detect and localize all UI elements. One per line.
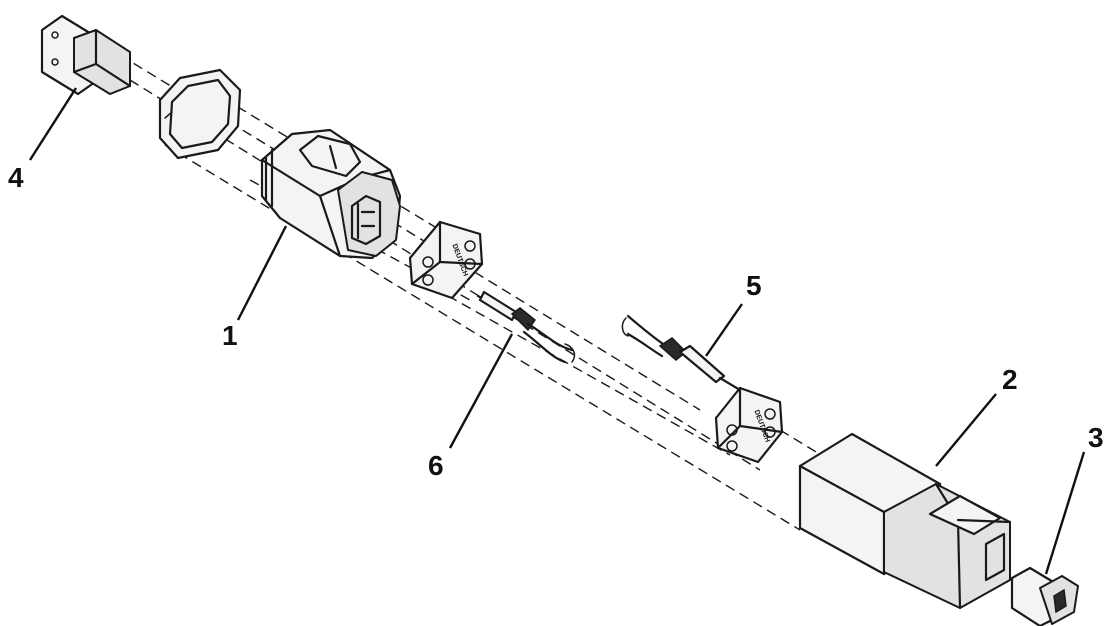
callout-5: 5 (746, 270, 762, 301)
plug-housing-part-2 (798, 432, 1012, 610)
pin-contact-part-6 (476, 290, 576, 364)
callout-1: 1 (222, 320, 238, 351)
grommet-right: DEUTSCH (714, 386, 784, 464)
leader-lines (28, 87, 1086, 575)
housing-seal-ring (158, 68, 242, 160)
callout-2: 2 (1002, 364, 1018, 395)
wedge-lock-part-3 (1010, 566, 1079, 626)
callout-3: 3 (1088, 422, 1104, 453)
receptacle-housing-part-1 (260, 128, 402, 260)
wedge-lock-part-4 (40, 14, 132, 96)
grommet-left: DEUTSCH (408, 220, 484, 300)
callout-4: 4 (8, 162, 24, 193)
socket-contact-part-5 (621, 314, 742, 392)
callout-6: 6 (428, 450, 444, 481)
